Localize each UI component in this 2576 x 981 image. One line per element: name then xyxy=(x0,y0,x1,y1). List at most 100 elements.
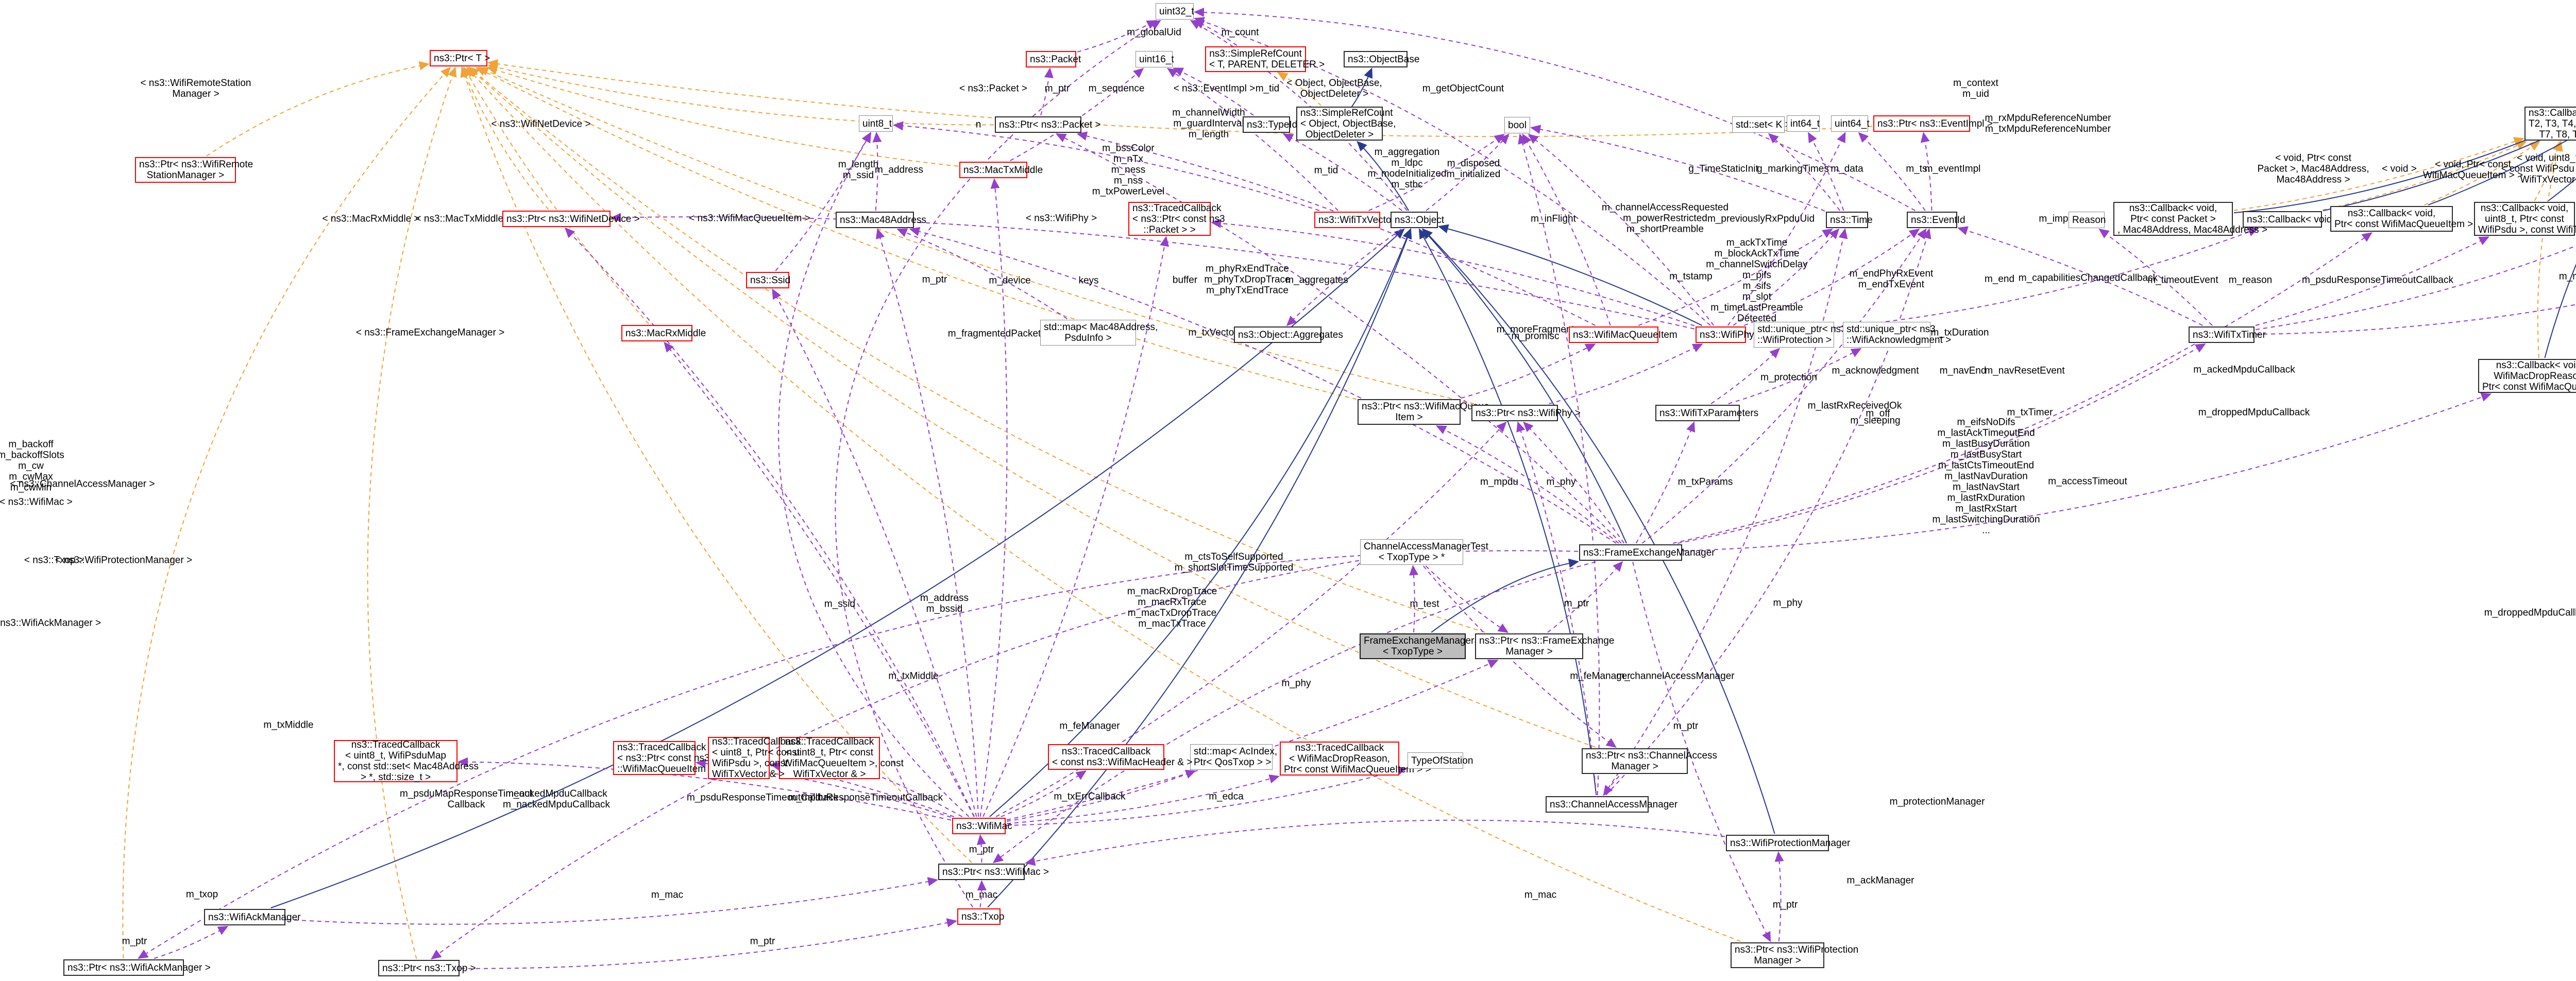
edge-txtimer-to-cb6 xyxy=(2255,304,2576,335)
class-node-protmgr[interactable]: ns3::WifiProtectionManager xyxy=(1726,835,1850,851)
class-node-objectbase[interactable]: ns3::ObjectBase xyxy=(1344,51,1419,67)
class-node-uptr-prot[interactable]: std::unique_ptr< ns3::WifiProtection > xyxy=(1754,322,1846,348)
class-node-uint64[interactable]: uint64_t xyxy=(1831,115,1870,132)
class-node-ptr-txop[interactable]: ns3::Ptr< ns3::Txop > xyxy=(378,960,476,976)
edge-ptr-mac-to-wifimac xyxy=(977,834,986,863)
class-node-wifiphy[interactable]: ns3::WifiPhy xyxy=(1696,326,1754,343)
class-node-uint32[interactable]: uint32_t xyxy=(1156,3,1194,20)
class-node-ptr-mac[interactable]: ns3::Ptr< ns3::WifiMac > xyxy=(938,864,1049,880)
class-node-reason[interactable]: Reason xyxy=(2069,212,2106,228)
edge-fem-to-ptr-packet xyxy=(1055,133,1622,544)
class-node-label: uint8_t xyxy=(862,118,892,129)
edge-map-psdu-to-mac48 xyxy=(896,228,1067,319)
class-node-ssid[interactable]: ns3::Ssid xyxy=(746,272,790,288)
edge-txop-to-object xyxy=(987,228,1412,908)
class-node-tc-drop[interactable]: ns3::TracedCallback< WifiMacDropReason,P… xyxy=(1280,742,1431,776)
class-node-stub[interactable]: FrameExchangeManagerStub< TxopType > xyxy=(1360,633,1494,659)
class-node-tc-packet[interactable]: ns3::TracedCallback< ns3::Ptr< const ns3… xyxy=(1128,202,1225,236)
class-node-label: ns3::WifiTxVector xyxy=(1318,214,1395,226)
class-node-label: WifiTxVector & > xyxy=(793,769,866,780)
class-node-txop[interactable]: ns3::Txop xyxy=(957,908,1004,925)
class-node-aggregates[interactable]: ns3::Object::Aggregates xyxy=(1234,326,1343,343)
class-node-map-ac[interactable]: std::map< AcIndex,Ptr< QosTxop > > xyxy=(1190,744,1277,770)
edge-ackmgr-to-object xyxy=(270,228,1405,908)
member-edge-label: m_txMiddle xyxy=(263,719,314,731)
class-node-ptr-t[interactable]: ns3::Ptr< T > xyxy=(430,50,490,66)
class-node-tc-psduresp[interactable]: ns3::TracedCallback< uint8_t, Ptr< const… xyxy=(708,736,801,780)
class-node-cb3[interactable]: ns3::Callback< void,Ptr< const WifiMacQu… xyxy=(2330,206,2482,232)
class-node-ptr-wnd[interactable]: ns3::Ptr< ns3::WifiNetDevice > xyxy=(502,211,640,227)
class-node-label: ns3::SimpleRefCount xyxy=(1300,107,1393,118)
class-node-ptr-ackmgr[interactable]: ns3::Ptr< ns3::WifiAckManager > xyxy=(63,959,211,976)
class-node-packet[interactable]: ns3::Packet xyxy=(1026,51,1081,67)
member-edge-label: m_sequence xyxy=(1088,83,1145,94)
edge-wifimac-to-typeofstation xyxy=(1006,766,1408,826)
class-node-tc-machdr[interactable]: ns3::TracedCallback< const ns3::WifiMacH… xyxy=(1048,744,1192,770)
class-node-wifitxvector[interactable]: ns3::WifiTxVector xyxy=(1314,212,1395,228)
class-node-wmqi[interactable]: ns3::WifiMacQueueItem xyxy=(1569,326,1677,343)
member-edge-label: m_capabilitiesChangedCallback xyxy=(2018,272,2158,284)
template-arg-label: < ns3::MacRxMiddle > xyxy=(322,213,420,225)
class-node-typeofstation[interactable]: TypeOfStation xyxy=(1408,752,1473,769)
class-node-cbr[interactable]: ns3::Callback< R, T1,T2, T3, T4, T5, T6,… xyxy=(2524,107,2576,141)
class-node-label: PsduInfo > xyxy=(1064,333,1112,343)
class-node-src-ood[interactable]: ns3::SimpleRefCount< Object, ObjectBase,… xyxy=(1296,107,1396,141)
class-node-macrxmiddle[interactable]: ns3::MacRxMiddle xyxy=(621,325,706,341)
class-node-cam[interactable]: ns3::ChannelAccessManager xyxy=(1546,796,1678,813)
class-node-int64[interactable]: int64_t xyxy=(1787,115,1820,132)
class-node-uptr-ack[interactable]: std::unique_ptr< ns3::WifiAcknowledgment… xyxy=(1843,322,1952,348)
class-node-uint8[interactable]: uint8_t xyxy=(859,115,893,132)
edge-txparams-to-uptr-ack xyxy=(1728,348,1862,404)
class-node-src-tpd[interactable]: ns3::SimpleRefCount< T, PARENT, DELETER … xyxy=(1205,46,1325,72)
edge-fem-to-ptr-phy xyxy=(1523,421,1625,544)
edge-ackmgr-to-ptr-mac xyxy=(286,877,938,925)
class-node-label: < T, PARENT, DELETER > xyxy=(1209,59,1325,70)
class-node-stdset[interactable]: std::set< K > xyxy=(1732,116,1791,133)
edge-txtimer-to-eventid xyxy=(1957,226,2203,326)
class-node-tc-acked[interactable]: ns3::TracedCallback< ns3::Ptr< const ns3… xyxy=(613,741,723,775)
member-edge-label: buffer xyxy=(1172,274,1198,286)
class-node-tc-psdumap[interactable]: ns3::TracedCallback< uint8_t, WifiPsduMa… xyxy=(334,739,479,783)
class-node-eventid[interactable]: ns3::EventId xyxy=(1907,212,1965,228)
class-node-ptr-phy[interactable]: ns3::Ptr< ns3::WifiPhy > xyxy=(1471,405,1581,421)
class-node-object[interactable]: ns3::Object xyxy=(1391,212,1444,228)
class-node-txparams[interactable]: ns3::WifiTxParameters xyxy=(1655,405,1758,421)
edge-ptr-wnd-to-ptr-t xyxy=(461,66,549,210)
edge-object-to-src-ood xyxy=(1357,141,1410,211)
class-node-cb-drop[interactable]: ns3::Callback< void,WifiMacDropReason,Pt… xyxy=(2478,359,2576,393)
class-node-ackmgr[interactable]: ns3::WifiAckManager xyxy=(204,909,301,925)
class-node-label: ::WifiAcknowledgment > xyxy=(1846,335,1952,346)
edge-ptr-cam-to-cam xyxy=(1603,770,1625,796)
member-edge-label: g_TimeStaticInit xyxy=(1688,163,1758,175)
class-node-label: < TxopType > * xyxy=(1378,552,1445,563)
edge-protmgr-to-ptr-mac xyxy=(1025,819,1725,866)
class-node-bool[interactable]: bool xyxy=(1504,117,1530,133)
class-node-label: ns3::ChannelAccessManager xyxy=(1550,799,1678,810)
class-node-wifimac[interactable]: ns3::WifiMac xyxy=(952,818,1012,834)
class-node-cb1[interactable]: ns3::Callback< void,Ptr< const Packet >,… xyxy=(2113,202,2267,236)
class-node-map-psdu[interactable]: std::map< Mac48Address,PsduInfo > xyxy=(1040,320,1158,346)
class-node-time[interactable]: ns3::Time xyxy=(1826,212,1873,228)
class-node-fem[interactable]: ns3::FrameExchangeManager xyxy=(1579,544,1715,561)
class-node-mactxmiddle[interactable]: ns3::MacTxMiddle xyxy=(959,162,1043,178)
edge-cb2-to-cbr xyxy=(2322,141,2527,211)
class-node-typeid[interactable]: ns3::TypeId xyxy=(1243,116,1297,133)
class-node-label: < WifiMacDropReason, xyxy=(1289,753,1390,764)
class-node-camtest[interactable]: ChannelAccessManagerTest< TxopType > * xyxy=(1360,539,1488,565)
class-node-cb2[interactable]: ns3::Callback< void > xyxy=(2243,211,2341,228)
class-node-ptr-packet[interactable]: ns3::Ptr< ns3::Packet > xyxy=(995,116,1101,133)
class-node-tc-mpdu[interactable]: ns3::TracedCallback< uint8_t, Ptr< const… xyxy=(779,736,904,780)
class-node-uint16[interactable]: uint16_t xyxy=(1136,51,1174,67)
class-node-mac48[interactable]: ns3::Mac48Address xyxy=(836,212,926,228)
class-node-ptr-eventimpl[interactable]: ns3::Ptr< ns3::EventImpl > xyxy=(1873,115,1993,132)
class-node-txtimer[interactable]: ns3::WifiTxTimer xyxy=(2189,326,2266,343)
